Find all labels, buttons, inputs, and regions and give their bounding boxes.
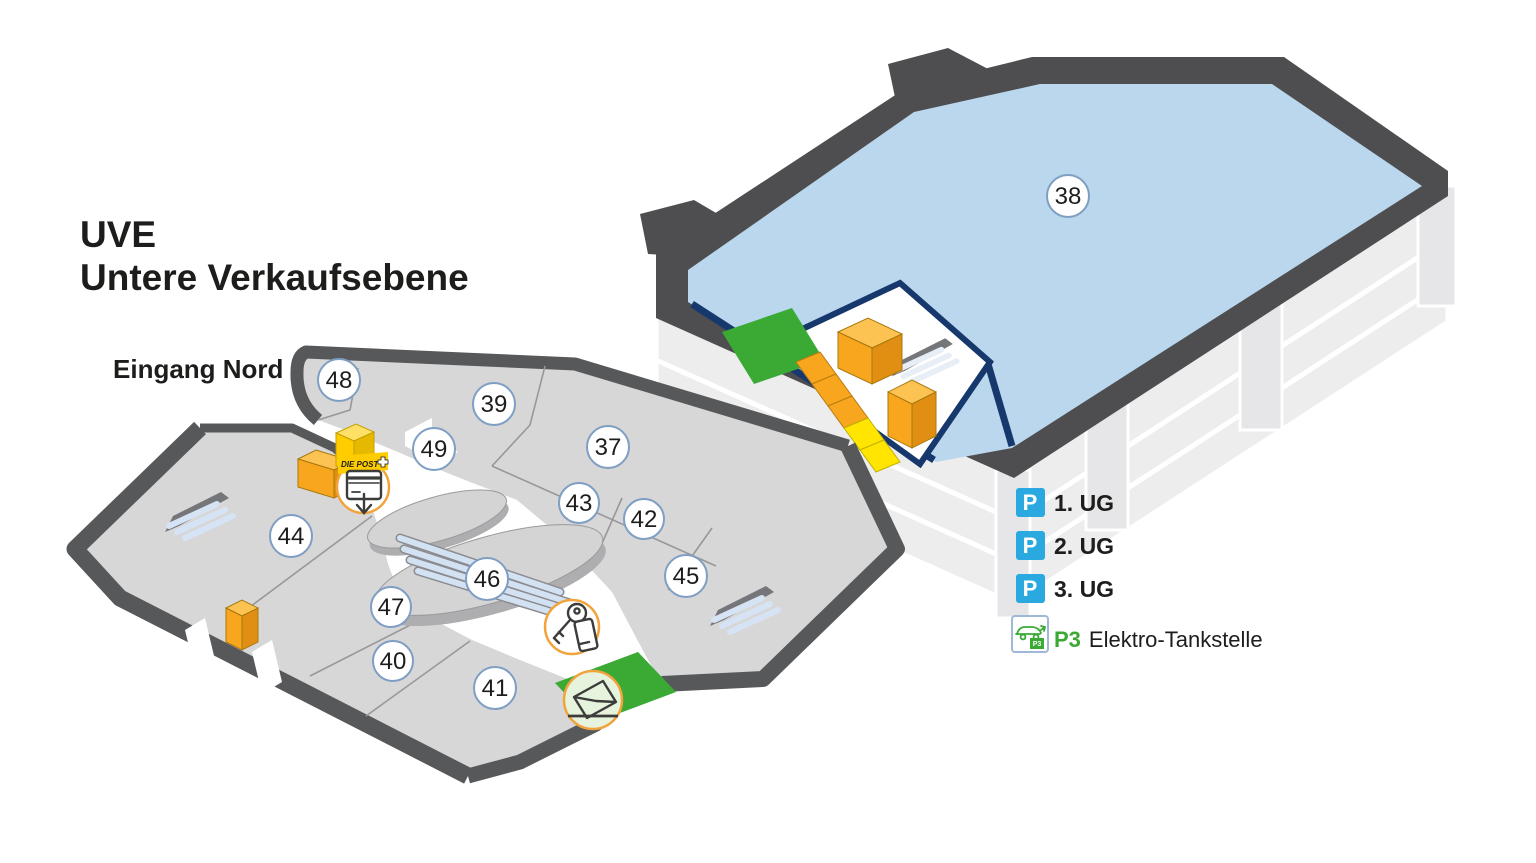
parking-legend: P 1. UG P 2. UG P 3. UG (1011, 488, 1263, 653)
legend-row-1ug: P 1. UG (1016, 488, 1114, 517)
swiss-cross-icon (377, 456, 389, 468)
p3-mini-badge (1030, 638, 1044, 649)
page-title-line2: Untere Verkaufsebene (80, 257, 469, 298)
room-marker-39[interactable]: 39 (472, 382, 516, 426)
parking-icon (1016, 574, 1045, 603)
svg-text:43: 43 (566, 490, 593, 517)
room-marker-41[interactable]: 41 (473, 666, 517, 710)
floor (75, 428, 600, 776)
legend-row-2ug: P 2. UG (1016, 531, 1114, 560)
svg-text:46: 46 (474, 566, 501, 593)
escalator-icon (165, 492, 236, 541)
die-post-logo: DIE POST (338, 452, 389, 474)
room-marker-45[interactable]: 45 (664, 554, 708, 598)
parking-icon (1016, 531, 1045, 560)
post-office-icon: DIE POST (335, 452, 391, 515)
wall-gap (252, 640, 282, 694)
room-marker-37[interactable]: 37 (586, 425, 630, 469)
stair-tower (888, 48, 990, 108)
svg-text:42: 42 (631, 506, 658, 533)
svg-text:3. UG: 3. UG (1054, 576, 1114, 602)
letter-deposit-icon (345, 469, 383, 515)
room-marker-46[interactable]: 46 (465, 557, 509, 601)
room-marker-40[interactable]: 40 (372, 640, 414, 682)
wall (66, 421, 472, 784)
escalator-icon (892, 338, 960, 385)
elevator-marker (224, 599, 260, 651)
room-marker-44[interactable]: 44 (269, 514, 313, 558)
sales-level-left-plate (66, 421, 608, 784)
deck-strip (795, 351, 901, 473)
room-dividers (234, 515, 471, 717)
parking-icon (1016, 488, 1045, 517)
svg-text:P: P (1023, 533, 1038, 558)
stair-tower (640, 200, 728, 258)
svg-text:44: 44 (278, 523, 305, 550)
wall-gap (185, 618, 215, 672)
room-marker-48[interactable]: 48 (317, 358, 361, 402)
parking-deck (640, 48, 1448, 478)
svg-text:40: 40 (380, 648, 407, 675)
key-service-icon (543, 598, 601, 656)
mailbox-icon (562, 669, 624, 731)
elevator-marker (836, 317, 904, 385)
escalator-icon (710, 586, 781, 635)
svg-text:38: 38 (1055, 183, 1082, 210)
room-marker-47[interactable]: 47 (370, 586, 412, 628)
wall (661, 442, 905, 692)
ev-charging-icon: P3 (1011, 615, 1049, 653)
wall (290, 345, 850, 453)
svg-text:39: 39 (481, 391, 508, 418)
svg-text:2. UG: 2. UG (1054, 533, 1114, 559)
elevator-marker (886, 379, 938, 449)
svg-text:P3: P3 (1033, 641, 1042, 648)
svg-text:45: 45 (673, 563, 700, 590)
room-marker-42[interactable]: 42 (623, 498, 665, 540)
svg-text:37: 37 (595, 434, 622, 461)
room-marker-49[interactable]: 49 (412, 427, 456, 471)
svg-text:48: 48 (326, 367, 353, 394)
legend-row-3ug: P 3. UG (1016, 574, 1114, 603)
svg-text:P: P (1023, 490, 1038, 515)
svg-text:41: 41 (482, 675, 509, 702)
room-marker-43[interactable]: 43 (558, 482, 600, 524)
svg-text:P: P (1023, 576, 1038, 601)
svg-text:49: 49 (421, 436, 448, 463)
page-title-line1: UVE (80, 214, 156, 255)
svg-text:47: 47 (378, 594, 405, 621)
room-markers: 48 39 49 37 43 42 44 46 (269, 174, 1090, 710)
svg-text:1. UG: 1. UG (1054, 490, 1114, 516)
entrance-north-label: Eingang Nord (113, 354, 283, 384)
room-marker-38[interactable]: 38 (1046, 174, 1090, 218)
svg-text:DIE POST: DIE POST (341, 460, 379, 469)
